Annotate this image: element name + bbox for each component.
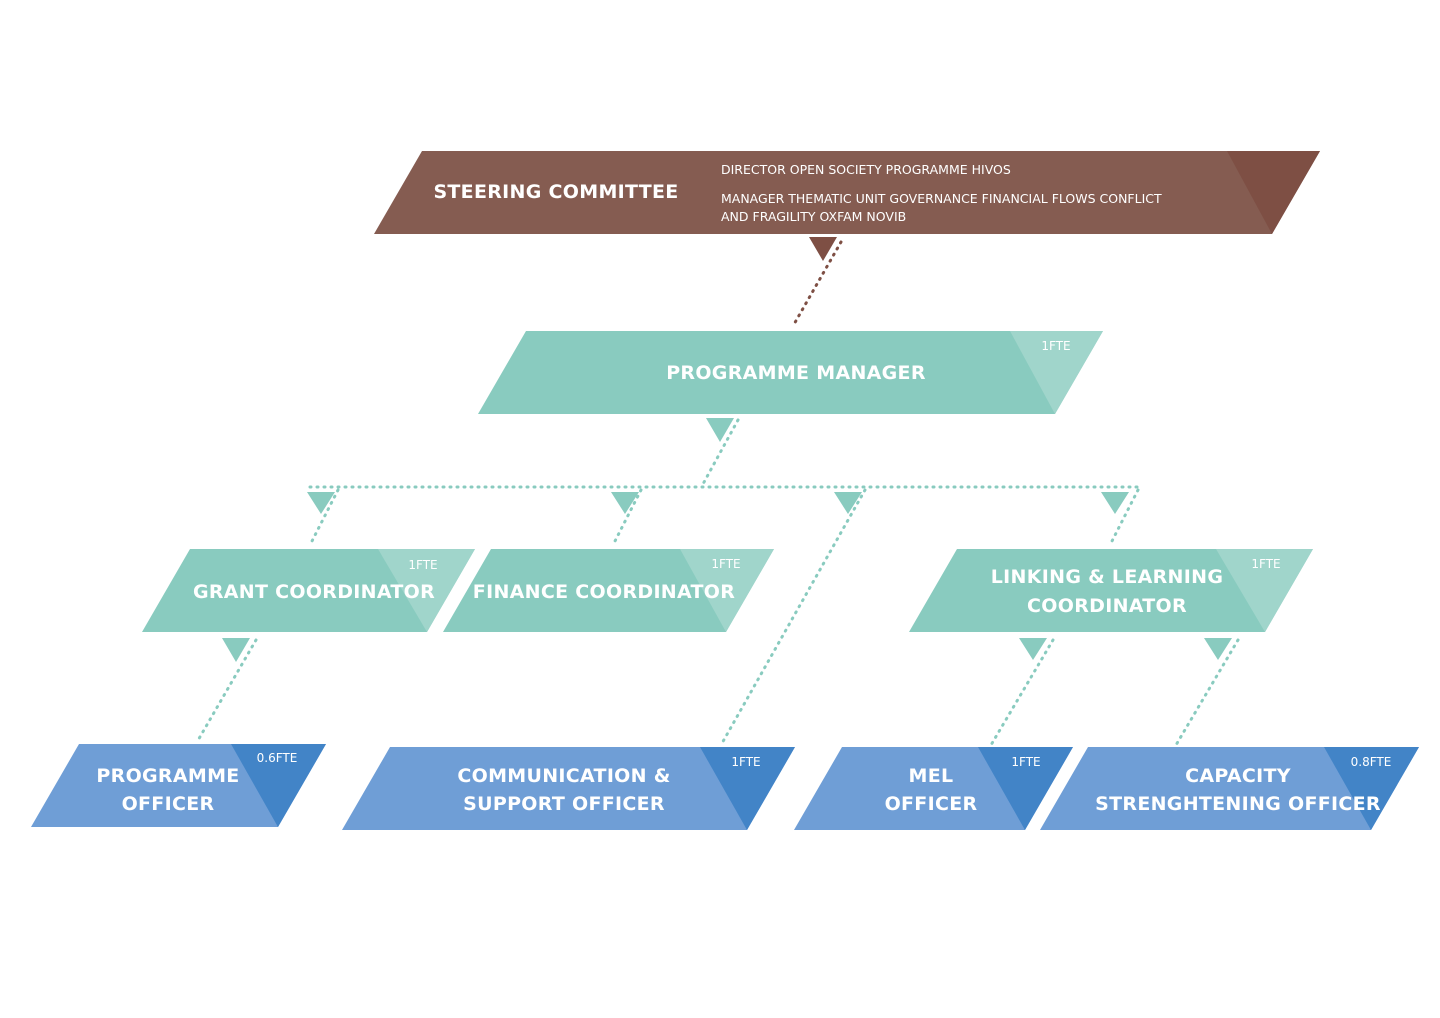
- programme-officer-title-line-2: OFFICER: [122, 793, 215, 815]
- arrow-manager-icon: [706, 418, 734, 442]
- communication-support-officer-box: COMMUNICATION & SUPPORT OFFICER 1FTE: [342, 747, 795, 830]
- connector-linking-to-capacity: [1174, 638, 1240, 747]
- capacity-officer-title-line-2: STRENGHTENING OFFICER: [1095, 793, 1381, 815]
- arrow-mel-icon: [1019, 638, 1047, 660]
- steering-member-2-line-1: MANAGER THEMATIC UNIT GOVERNANCE FINANCI…: [721, 191, 1162, 206]
- grant-coordinator-box: GRANT COORDINATOR 1FTE: [142, 549, 475, 632]
- steering-committee-title: STEERING COMMITTEE: [433, 181, 678, 203]
- mel-officer-title-line-1: MEL: [909, 765, 954, 787]
- capacity-strengthening-officer-box: CAPACITY STRENGHTENING OFFICER 0.8FTE: [1040, 747, 1419, 830]
- connector-grant-to-programme-officer: [195, 638, 258, 744]
- arrow-communication-icon: [834, 492, 862, 514]
- mel-officer-title-line-2: OFFICER: [885, 793, 978, 815]
- grant-coordinator-title: GRANT COORDINATOR: [193, 581, 435, 603]
- steering-committee-box: STEERING COMMITTEE DIRECTOR OPEN SOCIETY…: [374, 151, 1320, 234]
- programme-officer-title-line-1: PROGRAMME: [96, 765, 239, 787]
- arrow-programme-officer-icon: [222, 638, 250, 662]
- connector-to-grant: [308, 488, 340, 547]
- linking-learning-title-line-1: LINKING & LEARNING: [991, 566, 1223, 588]
- programme-manager-box: PROGRAMME MANAGER 1FTE: [478, 331, 1103, 414]
- connectors: [195, 240, 1240, 747]
- linking-learning-coordinator-box: LINKING & LEARNING COORDINATOR 1FTE: [909, 549, 1313, 632]
- programme-manager-fte: 1FTE: [1041, 339, 1070, 353]
- linking-learning-fte: 1FTE: [1251, 557, 1280, 571]
- arrow-grant-icon: [307, 492, 335, 514]
- arrow-markers: [222, 237, 1232, 662]
- communication-officer-title-line-1: COMMUNICATION &: [457, 765, 670, 787]
- steering-member-1: DIRECTOR OPEN SOCIETY PROGRAMME HIVOS: [721, 162, 1011, 177]
- connector-linking-to-mel: [989, 638, 1055, 747]
- connector-to-linking: [1108, 488, 1140, 547]
- communication-officer-title-line-2: SUPPORT OFFICER: [463, 793, 665, 815]
- arrow-capacity-icon: [1204, 638, 1232, 660]
- capacity-officer-fte: 0.8FTE: [1351, 755, 1392, 769]
- mel-officer-fte: 1FTE: [1011, 755, 1040, 769]
- programme-officer-fte: 0.6FTE: [257, 751, 298, 765]
- programme-officer-box: PROGRAMME OFFICER 0.6FTE: [31, 744, 326, 827]
- connector-steering-to-manager: [791, 240, 843, 328]
- finance-coordinator-title: FINANCE COORDINATOR: [473, 581, 735, 603]
- finance-coordinator-fte: 1FTE: [711, 557, 740, 571]
- finance-coordinator-box: FINANCE COORDINATOR 1FTE: [443, 549, 774, 632]
- arrow-linking-icon: [1101, 492, 1129, 514]
- grant-coordinator-fte: 1FTE: [408, 558, 437, 572]
- programme-manager-title: PROGRAMME MANAGER: [666, 362, 926, 384]
- connector-to-finance: [611, 488, 643, 547]
- connector-to-communication: [719, 488, 867, 747]
- linking-learning-title-line-2: COORDINATOR: [1027, 595, 1187, 617]
- connector-manager-to-bus: [701, 418, 740, 486]
- arrow-steering-icon: [809, 237, 837, 261]
- mel-officer-box: MEL OFFICER 1FTE: [794, 747, 1073, 830]
- capacity-officer-title-line-1: CAPACITY: [1185, 765, 1291, 787]
- steering-member-2-line-2: AND FRAGILITY OXFAM NOVIB: [721, 209, 906, 224]
- arrow-finance-icon: [611, 492, 639, 514]
- communication-officer-fte: 1FTE: [731, 755, 760, 769]
